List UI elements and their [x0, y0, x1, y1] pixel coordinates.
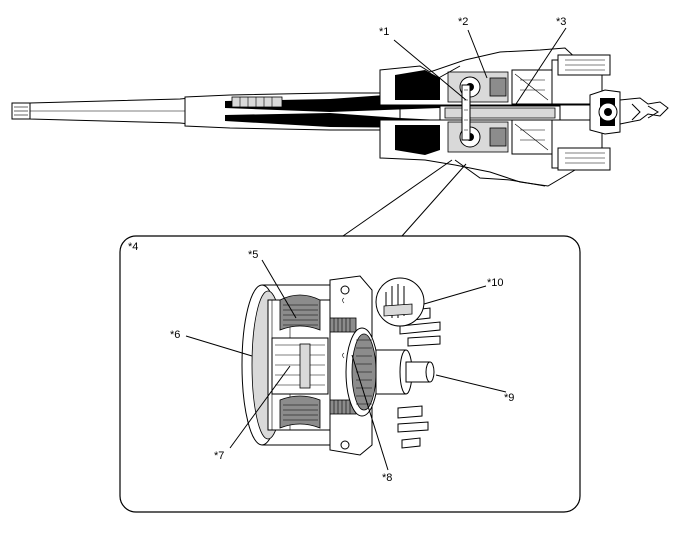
callout-10: *10 [487, 277, 504, 289]
callout-10-leader [423, 285, 487, 305]
callout-1-leader [393, 39, 467, 101]
callout-8: *8 [382, 472, 392, 484]
motor-assembly [241, 275, 441, 456]
callout-1: *1 [379, 26, 389, 38]
zoom-line-left [342, 159, 453, 237]
callout-7: *7 [214, 450, 224, 462]
steering-shaft [11, 92, 440, 131]
universal-joint [589, 89, 669, 135]
callout-3-leader [515, 27, 567, 105]
callout-7-leader [229, 365, 291, 449]
callout-6: *6 [170, 329, 180, 341]
callout-9-leader [435, 374, 507, 393]
callout-4: *4 [128, 241, 138, 253]
steering-column-cutaway: *1 *2 *3 [11, 16, 669, 187]
callout-8-leader [351, 354, 389, 471]
callout-9: *9 [504, 392, 514, 404]
callout-5: *5 [248, 249, 258, 261]
callout-2-leader [467, 29, 488, 79]
callout-3: *3 [556, 16, 566, 28]
callout-6-leader [185, 335, 253, 357]
detail-callouts: *5 *6 *7 *8 *9 *10 [170, 249, 514, 484]
callout-2: *2 [458, 16, 468, 28]
shaft-ribs [231, 96, 283, 108]
callout-5-leader [261, 259, 297, 319]
column-housing [379, 47, 611, 187]
zoom-line-right [401, 163, 467, 237]
